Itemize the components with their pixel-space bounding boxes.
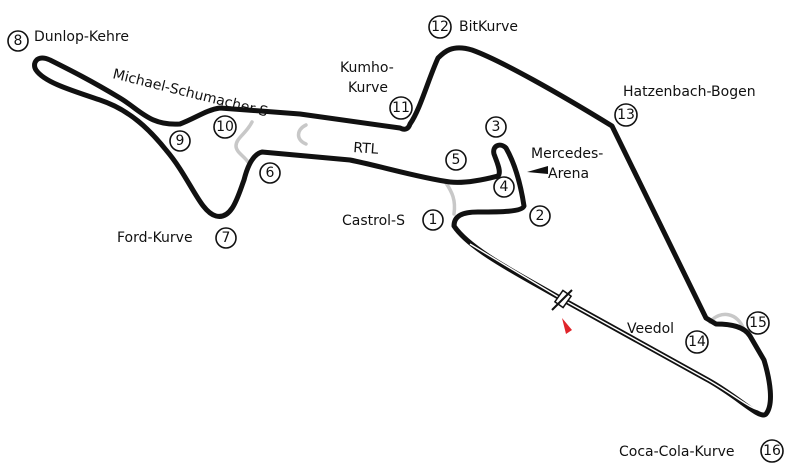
corner-marker-10: 10: [213, 115, 237, 139]
corner-number: 9: [176, 133, 185, 149]
mercedes-arena-pointer: [527, 166, 548, 174]
corner-marker-9: 9: [169, 130, 191, 152]
corner-marker-6: 6: [259, 162, 281, 184]
label-coca-cola-kurve: Coca-Cola-Kurve: [619, 444, 735, 460]
corner-number: 8: [14, 33, 23, 49]
label-michael-schumacher-s: Michael-Schumacher-S: [111, 66, 269, 120]
alt-section-10-6: [234, 120, 254, 164]
corner-marker-4: 4: [493, 176, 515, 198]
label-dunlop-kehre: Dunlop-Kehre: [34, 29, 129, 45]
corner-number: 11: [392, 100, 410, 116]
corner-marker-7: 7: [215, 227, 237, 249]
corner-marker-16: 16: [760, 439, 784, 463]
label-mercedes-arena-line1: Mercedes-: [531, 146, 603, 162]
label-kumho-kurve-line1: Kumho-: [340, 60, 394, 76]
corner-number: 13: [617, 107, 635, 123]
label-castrol-s: Castrol-S: [342, 213, 405, 229]
corner-number: 15: [749, 315, 767, 331]
corner-marker-15: 15: [746, 311, 770, 335]
label-bitkurve: BitKurve: [459, 19, 518, 35]
label-mercedes-arena-line2: Arena: [548, 166, 589, 182]
label-kumho-kurve-line2: Kurve: [348, 80, 388, 96]
corner-number: 3: [492, 119, 501, 135]
corner-number: 14: [688, 334, 706, 350]
label-rtl: RTL: [353, 140, 379, 158]
corner-marker-3: 3: [485, 116, 507, 138]
corner-number: 10: [216, 119, 234, 135]
corner-marker-5: 5: [445, 149, 467, 171]
label-hatzenbach-bogen: Hatzenbach-Bogen: [623, 84, 756, 100]
corner-marker-1: 1: [422, 209, 444, 231]
corner-number: 4: [500, 179, 509, 195]
alt-section-mercedes: [444, 181, 457, 216]
corner-marker-8: 8: [7, 30, 29, 52]
corner-marker-2: 2: [529, 205, 551, 227]
corner-markers: 1 2 3 4 5 6 7 8 9 10 11 12 13 14 15 16: [7, 15, 784, 463]
corner-number: 2: [536, 208, 545, 224]
corner-number: 16: [763, 443, 781, 459]
track: [32, 45, 773, 418]
corner-number: 5: [452, 152, 461, 168]
corner-number: 1: [429, 212, 438, 228]
label-veedol: Veedol: [627, 321, 674, 337]
label-ford-kurve: Ford-Kurve: [117, 230, 193, 246]
corner-number: 7: [222, 230, 231, 246]
corner-labels: Dunlop-Kehre Michael-Schumacher-S Kumho-…: [34, 19, 756, 460]
corner-marker-12: 12: [428, 15, 452, 39]
alt-section-rtl: [296, 123, 308, 146]
corner-number: 12: [431, 19, 449, 35]
corner-number: 6: [266, 165, 275, 181]
start-finish-flag-icon: [551, 289, 573, 334]
alternative-track-sections: [234, 120, 746, 332]
corner-marker-13: 13: [614, 103, 638, 127]
corner-marker-11: 11: [389, 96, 413, 120]
corner-marker-14: 14: [685, 330, 709, 354]
